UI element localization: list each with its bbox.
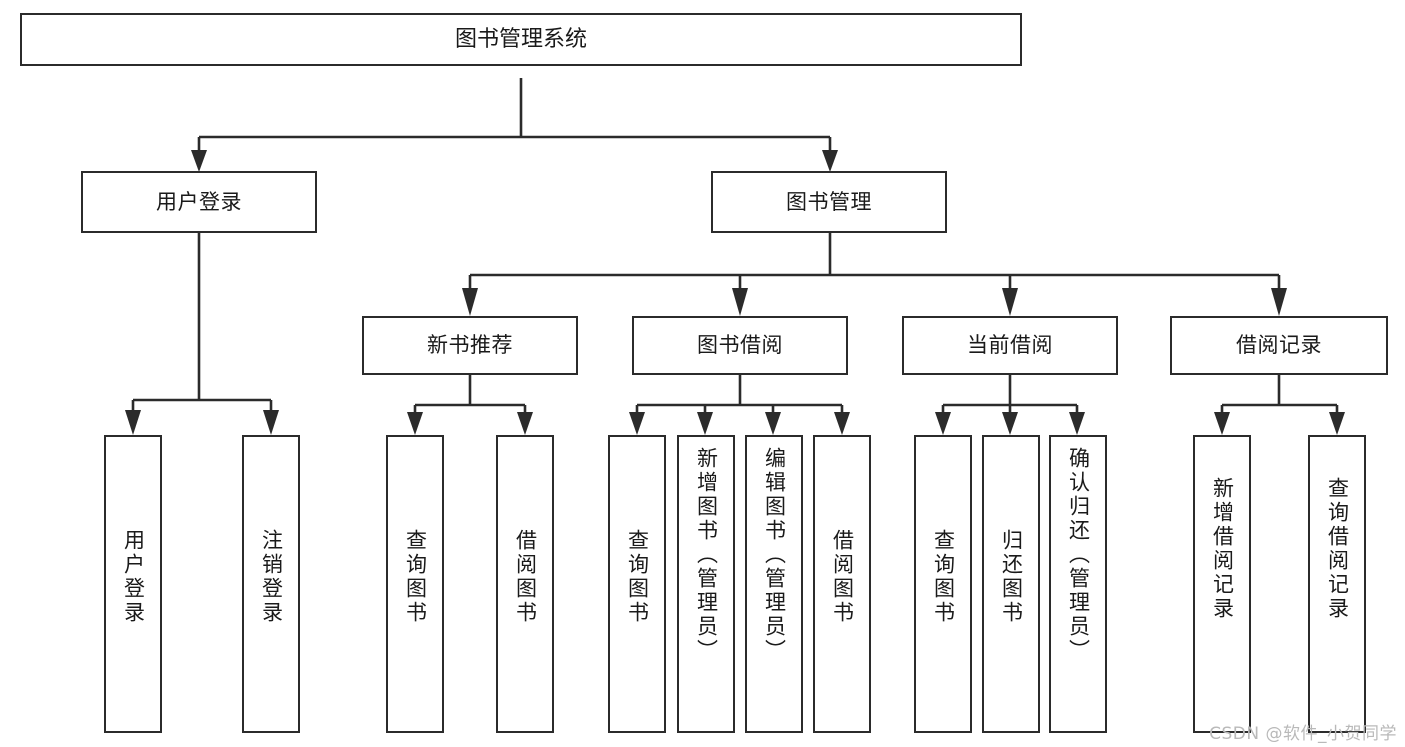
node-user-login[interactable]: 用户登录 bbox=[81, 171, 317, 233]
node-borrow-record[interactable]: 借阅记录 bbox=[1170, 316, 1388, 375]
leaf-label: 查询图书 bbox=[403, 529, 428, 625]
node-current-borrow[interactable]: 当前借阅 bbox=[902, 316, 1118, 375]
watermark-text: CSDN @软件_小贺同学 bbox=[1209, 724, 1397, 744]
leaf-label: 新增图书（管理员） bbox=[694, 447, 719, 663]
leaf-borrow-query-book[interactable]: 查询图书 bbox=[608, 435, 666, 733]
leaf-borrow-add-book[interactable]: 新增图书（管理员） bbox=[677, 435, 735, 733]
leaf-record-query-record[interactable]: 查询借阅记录 bbox=[1308, 435, 1366, 733]
leaf-label: 查询图书 bbox=[931, 529, 956, 625]
leaf-recommend-query-book[interactable]: 查询图书 bbox=[386, 435, 444, 733]
leaf-current-query-book[interactable]: 查询图书 bbox=[914, 435, 972, 733]
leaf-label: 查询借阅记录 bbox=[1325, 477, 1350, 621]
node-root[interactable]: 图书管理系统 bbox=[20, 13, 1022, 66]
leaf-label: 归还图书 bbox=[999, 529, 1024, 625]
leaf-label: 用户登录 bbox=[121, 529, 146, 625]
leaf-label: 借阅图书 bbox=[830, 529, 855, 625]
leaf-recommend-borrow-book[interactable]: 借阅图书 bbox=[496, 435, 554, 733]
leaf-label: 借阅图书 bbox=[513, 529, 538, 625]
leaf-label: 查询图书 bbox=[625, 529, 650, 625]
node-new-book-recommend[interactable]: 新书推荐 bbox=[362, 316, 578, 375]
leaf-current-return-book[interactable]: 归还图书 bbox=[982, 435, 1040, 733]
leaf-user-login-login[interactable]: 用户登录 bbox=[104, 435, 162, 733]
leaf-label: 注销登录 bbox=[259, 529, 284, 625]
leaf-borrow-edit-book[interactable]: 编辑图书（管理员） bbox=[745, 435, 803, 733]
leaf-borrow-borrow-book[interactable]: 借阅图书 bbox=[813, 435, 871, 733]
node-book-management[interactable]: 图书管理 bbox=[711, 171, 947, 233]
leaf-current-confirm-return[interactable]: 确认归还（管理员） bbox=[1049, 435, 1107, 733]
leaf-label: 编辑图书（管理员） bbox=[762, 447, 787, 663]
leaf-record-add-record[interactable]: 新增借阅记录 bbox=[1193, 435, 1251, 733]
leaf-user-login-logout[interactable]: 注销登录 bbox=[242, 435, 300, 733]
leaf-label: 确认归还（管理员） bbox=[1066, 447, 1091, 663]
leaf-label: 新增借阅记录 bbox=[1210, 477, 1235, 621]
node-book-borrow[interactable]: 图书借阅 bbox=[632, 316, 848, 375]
